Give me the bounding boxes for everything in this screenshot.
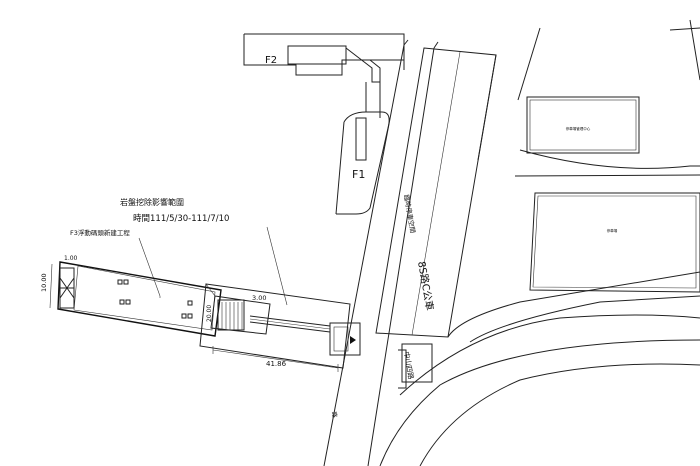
f3-title: F3浮動碼頭新建工程 [70,228,130,237]
road-name-label: 路 [330,411,339,418]
road-vertical-label: 臨時停車空間 [402,194,418,234]
influence-area-annotation: 岩盤挖除影響範圍 時間111/5/30-111/7/10 F3浮動碼頭新建工程 [70,197,288,306]
dimensions: 41.86 10.00 3.00 1.00 20.00 [40,255,339,372]
influence-title: 岩盤挖除影響範圍 [120,197,184,207]
dim-length: 41.86 [266,360,287,368]
pier-f1: F1 [335,82,390,215]
building-1-label: 停車場管理中心 [566,126,591,131]
dim-width: 10.00 [40,273,48,292]
bus-stop-label: 8S路C公車 [415,260,436,311]
floating-dock-f3 [57,261,222,337]
building-1: 停車場管理中心 [526,96,640,154]
dim-inner: 3.00 [252,294,266,302]
parking-strip [375,47,497,338]
right-block [514,149,700,177]
pier-f2: F2 [243,33,405,83]
gangway [210,295,361,356]
dim-vertical: 20.00 [206,305,213,322]
main-road [323,39,439,466]
building-2-label: 停車場 [607,228,618,233]
f2-label: F2 [265,55,277,66]
influence-period: 時間111/5/30-111/7/10 [133,214,229,224]
side-label: 中山四路 [402,351,416,380]
building-2: 停車場 [529,192,700,293]
f1-label: F1 [352,168,365,181]
influence-rectangle [199,283,351,369]
right-road [379,19,700,466]
dim-small: 1.00 [64,255,78,262]
